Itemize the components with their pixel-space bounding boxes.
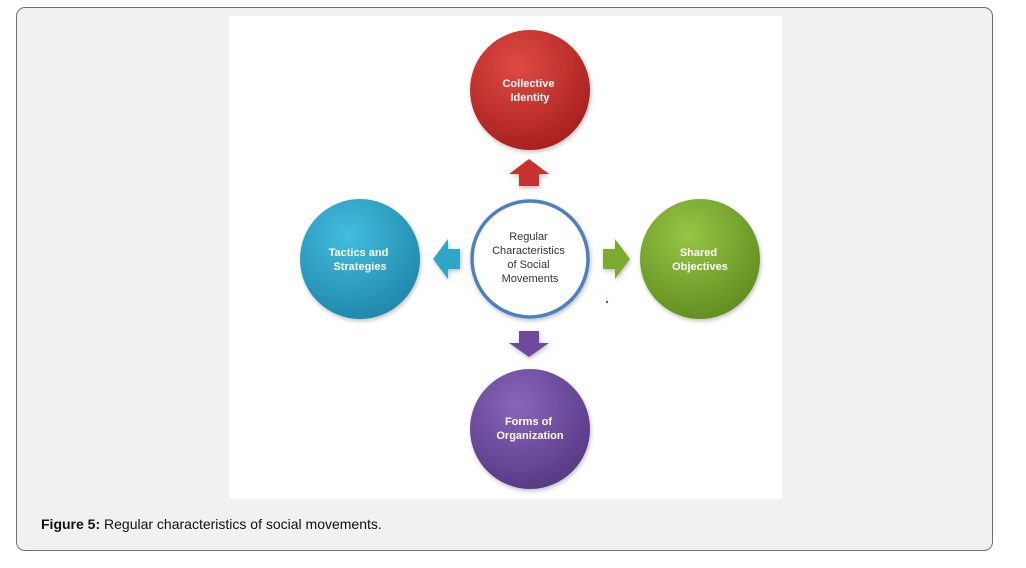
node-forms-of-organization-line-1: Forms of <box>505 416 552 428</box>
node-tactics-and-strategies-line-1: Tactics and <box>329 247 389 259</box>
diagram-svg: Collective Identity Shared Objectives Fo… <box>300 30 760 489</box>
node-shared-objectives-line-2: Objectives <box>672 261 728 273</box>
figure-panel: Collective Identity Shared Objectives Fo… <box>16 7 993 551</box>
node-shared-objectives: Shared Objectives <box>640 199 760 319</box>
stray-dot <box>605 300 609 304</box>
arrow-down <box>509 331 549 357</box>
node-collective-identity-line-1: Collective <box>502 78 554 90</box>
center-node-line-2: Characteristics <box>492 245 565 257</box>
node-tactics-and-strategies-line-2: Strategies <box>333 261 386 273</box>
node-collective-identity-line-2: Identity <box>510 92 550 104</box>
node-forms-of-organization-line-2: Organization <box>496 430 564 442</box>
node-forms-of-organization: Forms of Organization <box>470 369 590 489</box>
figure-caption-label: Figure 5: <box>41 516 101 532</box>
node-tactics-and-strategies: Tactics and Strategies <box>300 199 420 319</box>
svg-text:Forms of Organizatio: Forms of Organization <box>496 416 564 442</box>
svg-text:Tactics and Strategi: Tactics and Strategies <box>329 247 392 273</box>
arrow-up <box>509 159 549 186</box>
center-node: Regular Characteristics of Social Moveme… <box>470 199 590 319</box>
svg-text:Shared Objectives: Shared Objectives <box>672 247 728 273</box>
arrow-right <box>603 239 630 279</box>
arrow-left <box>433 239 460 279</box>
figure-caption: Figure 5: Regular characteristics of soc… <box>41 516 382 532</box>
figure-image: Collective Identity Shared Objectives Fo… <box>229 16 782 499</box>
svg-text:Regular Characterist: Regular Characteristics of Social Moveme… <box>492 231 568 285</box>
center-node-line-1: Regular <box>509 231 548 243</box>
center-node-line-4: Movements <box>502 273 559 285</box>
figure-caption-text: Regular characteristics of social moveme… <box>100 516 382 532</box>
svg-text:Collective Identity: Collective Identity <box>502 78 557 104</box>
node-collective-identity: Collective Identity <box>470 30 590 150</box>
center-node-line-3: of Social <box>507 259 549 271</box>
node-shared-objectives-line-1: Shared <box>680 247 717 259</box>
